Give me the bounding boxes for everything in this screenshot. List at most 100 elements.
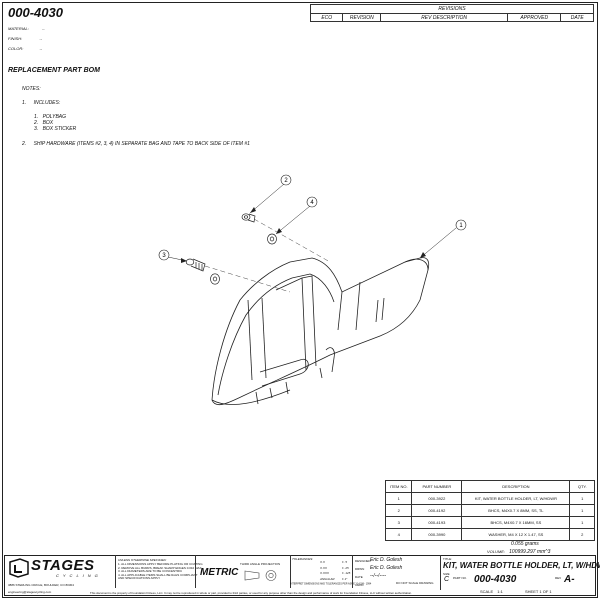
- size-value: C: [444, 576, 450, 583]
- list-item: 3. BOX STICKER: [34, 126, 77, 132]
- rev-label: REV: [555, 576, 562, 580]
- date-label: DATE: [355, 575, 363, 579]
- material-label: MATERIAL:: [8, 26, 29, 31]
- note-1-num: 1.: [22, 100, 27, 106]
- divider: [352, 555, 353, 588]
- checked-label: CHKD: [355, 583, 364, 587]
- divider: [115, 555, 116, 588]
- list-item: 2. BOX: [34, 120, 54, 126]
- balloon-2-label: 2: [284, 178, 288, 184]
- divider: [440, 555, 441, 590]
- leader-arrowheads: [181, 207, 426, 263]
- rev-col-date: DATE: [560, 13, 594, 22]
- bom-col-item: ITEM NO.: [384, 480, 413, 493]
- tolerances-label: TOLERANCES:: [292, 557, 314, 561]
- balloon-4: [306, 196, 318, 208]
- designed-label: DESIGNED: [355, 559, 371, 563]
- washer-item-4-upper: [267, 233, 277, 245]
- note-1-subitems: 1. POLYBAG 2. BOX 3. BOX STICKER: [34, 114, 76, 132]
- notes-title: NOTES:: [22, 86, 41, 92]
- tolerance-row: X.XX± .25: [320, 565, 349, 570]
- divider: [195, 555, 196, 588]
- color-value: --: [39, 46, 43, 51]
- color-label: COLOR:: [8, 46, 24, 51]
- tolerance-row: ANGULAR± 1°: [320, 576, 348, 581]
- volume-value: 100999.297 mm^3: [509, 549, 551, 555]
- rev-col-eco: ECO: [309, 13, 344, 22]
- balloon-1-label: 1: [459, 223, 463, 229]
- scale-label: SCALE: [480, 589, 494, 594]
- balloon-3: [158, 249, 170, 261]
- revisions-table: REVISIONS ECO REVISION REV DESCRIPTION A…: [309, 4, 594, 22]
- drawing-title: KIT, WATER BOTTLE HOLDER, LT, W/HDWR: [443, 561, 600, 570]
- note-2: 2. SHIP HARDWARE (ITEMS #2, 3, 4) IN SEP…: [22, 141, 250, 147]
- rev-value: A-: [564, 574, 575, 585]
- date-value: --/--/----: [370, 573, 387, 579]
- note-1: 1. INCLUDES:: [22, 100, 60, 106]
- company-email: engineering@stagescycling.com: [8, 590, 52, 594]
- unless-note: UNLESS OTHERWISE SPECIFIED:: [118, 558, 167, 562]
- balloon-1: [455, 219, 467, 231]
- tolerance-list: X.X± .5 X.XX± .25 X.XXX± .125 ANGULAR± 1…: [320, 560, 350, 582]
- do-not-scale-note: DO NOT SCALE DRAWING: [396, 581, 434, 585]
- water-bottle-holder-part: [211, 257, 430, 406]
- volume-label: VOLUME:: [487, 549, 506, 554]
- tolerance-row: X.X± .5: [320, 560, 347, 564]
- screw-item-2: [241, 213, 256, 223]
- company-address: 3886 STERLING CIRCLE, BOULDER, CO 80304: [8, 583, 74, 587]
- interpret-note: INTERPRET DIMENSIONS AND TOLERANCES PER …: [290, 582, 372, 586]
- general-notes: 1. ALL DIMENSIONS APPLY BEFORE PLATING O…: [118, 562, 203, 581]
- section-title: REPLACEMENT PART BOM: [8, 67, 100, 74]
- note-1-text: INCLUDES:: [33, 100, 61, 106]
- balloon-3-label: 3: [162, 253, 166, 259]
- logo-subtext: CYCLING: [56, 573, 102, 578]
- mass-value: 0.055 grams: [511, 541, 539, 547]
- metric-label: METRIC: [200, 567, 239, 578]
- title-label: TITLE:: [443, 557, 453, 561]
- part-no-label: PART NO.: [453, 576, 467, 580]
- size-label: SIZE: [443, 572, 450, 576]
- note-2-num: 2.: [22, 141, 27, 147]
- title-block: [4, 555, 596, 596]
- balloon-leaders: [167, 183, 457, 262]
- finish-row: FINISH: --: [8, 36, 42, 41]
- material-row: MATERIAL: --: [8, 26, 45, 31]
- scale-row: SCALE 1:1: [480, 589, 503, 594]
- stages-logo-icon: [9, 558, 29, 578]
- divider: [290, 555, 291, 588]
- logo-text: STAGES: [31, 557, 95, 574]
- projection-label: THIRD ANGLE PROJECTION: [240, 562, 281, 566]
- screw-item-3: [185, 258, 206, 272]
- tolerance-row: X.XXX± .125: [320, 571, 351, 575]
- volume-row: VOLUME: 100999.297 mm^3: [487, 549, 550, 555]
- balloon-2: [280, 174, 292, 186]
- header-part-number: 000-4030: [8, 5, 63, 20]
- material-value: --: [41, 26, 45, 31]
- rev-col-approved: APPROVED: [507, 13, 562, 22]
- scale-value: 1:1: [497, 589, 503, 594]
- bom-col-qty: QTY.: [569, 480, 595, 493]
- list-item: 1. POLYBAG: [34, 114, 67, 120]
- assembly-centerlines: [204, 218, 331, 293]
- finish-label: FINISH:: [8, 36, 23, 41]
- note-2-text: SHIP HARDWARE (ITEMS #2, 3, 4) IN SEPARA…: [33, 141, 250, 147]
- part-no-value: 000-4030: [474, 574, 517, 585]
- finish-value: --: [39, 36, 43, 41]
- proprietary-footer: This document is the property of Foundat…: [90, 591, 412, 595]
- bom-col-part: PART NUMBER: [411, 480, 463, 493]
- balloon-4-label: 4: [310, 200, 314, 206]
- drawn-value: Eric D. Golesh: [370, 565, 403, 571]
- designed-value: Eric D. Golesh: [370, 557, 403, 563]
- bom-col-description: DESCRIPTION: [461, 480, 571, 493]
- third-angle-projection-icon: [244, 570, 277, 581]
- drawn-label: DRWN: [355, 567, 365, 571]
- color-row: COLOR: --: [8, 46, 42, 51]
- sheet-info: SHEET 1 OF 1: [525, 589, 552, 594]
